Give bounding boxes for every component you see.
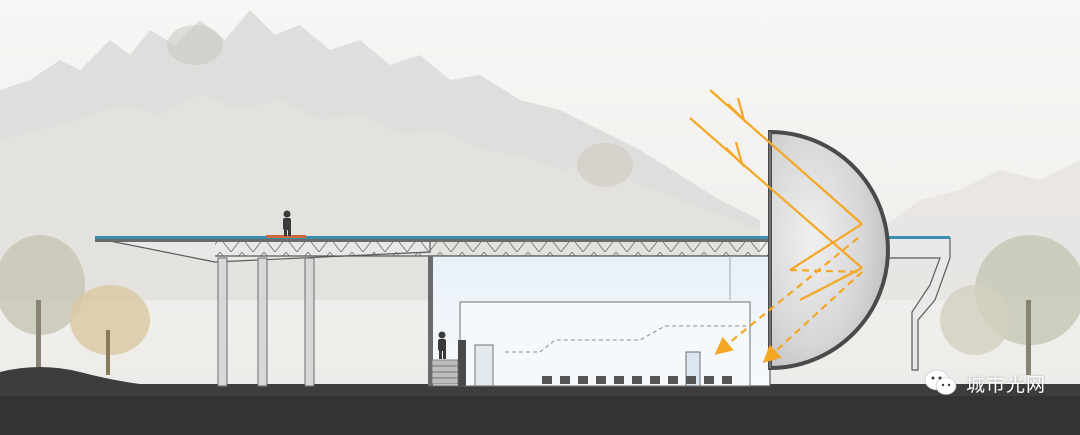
tree-left-2 (70, 285, 150, 375)
chair-row (542, 376, 732, 384)
reflected-rays-dashed (714, 237, 863, 363)
roof-truss (215, 242, 770, 256)
seating-profile-dashed (505, 325, 750, 353)
tree-left-1 (0, 235, 85, 370)
ray-arrow-2 (725, 141, 745, 168)
inner-partition (474, 344, 494, 387)
ray-reflect-1 (789, 223, 863, 271)
misty-tree-left (167, 25, 633, 187)
ray-arrow-1 (727, 97, 747, 124)
ray-dashed-3 (789, 268, 863, 274)
ray-dashed-2 (762, 271, 863, 363)
sunlight-rays (689, 89, 863, 301)
watermark-text: 城市光网 (965, 373, 1046, 396)
inner-room (459, 301, 751, 387)
wechat-icon (924, 369, 957, 395)
roof-right-wing (884, 237, 951, 371)
roof-waterproof-strip (95, 236, 770, 239)
inner-room-column (458, 340, 466, 386)
tree-right (940, 235, 1080, 375)
dome-reflector (768, 129, 890, 371)
entry-stairs (431, 359, 459, 385)
person-on-roof (283, 210, 291, 236)
column-3 (304, 257, 315, 387)
person-inside (438, 331, 446, 359)
ground-band (0, 396, 1080, 435)
interior-wall-left (428, 256, 433, 386)
watermark: 城市光网 (924, 368, 1046, 398)
roof-deck-patch (266, 235, 306, 238)
ray-reflect-2 (799, 267, 863, 301)
ray-dashed-1 (714, 237, 859, 355)
column-1 (217, 257, 228, 387)
roof-right-strip (885, 236, 950, 239)
column-2 (257, 257, 268, 387)
